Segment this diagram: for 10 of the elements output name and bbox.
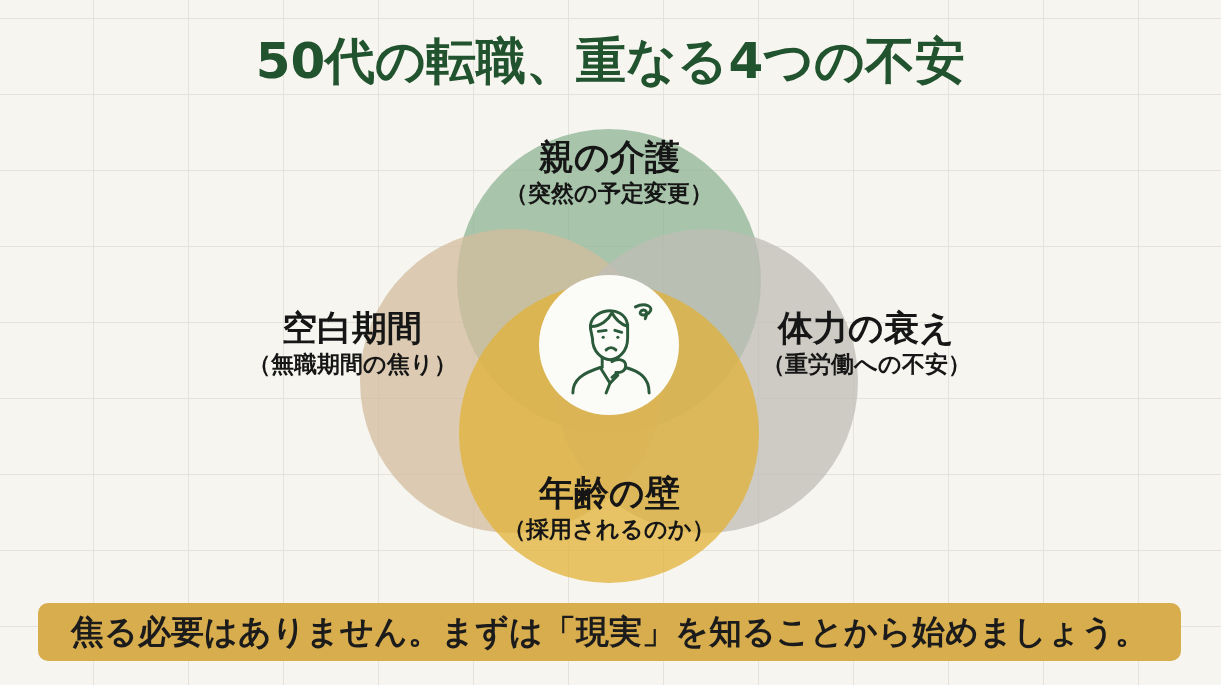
topic-subtitle: （採用されるのか） [503,515,715,544]
topic-heading: 親の介護 [538,138,680,176]
page-title: 50代の転職、重なる4つの不安 [255,31,966,92]
topic-subtitle: （突然の予定変更） [505,179,713,208]
topic-subtitle: （重労働への不安） [761,350,971,379]
topic-heading: 空白期間 [282,309,422,347]
topic-heading: 年齢の壁 [538,474,680,512]
topic-subtitle: （無職期間の焦り） [247,350,457,379]
message-banner: 焦る必要はありません。まずは「現実」を知ることから始めましょう。 [38,603,1181,661]
topic-heading: 体力の衰え [777,309,955,347]
